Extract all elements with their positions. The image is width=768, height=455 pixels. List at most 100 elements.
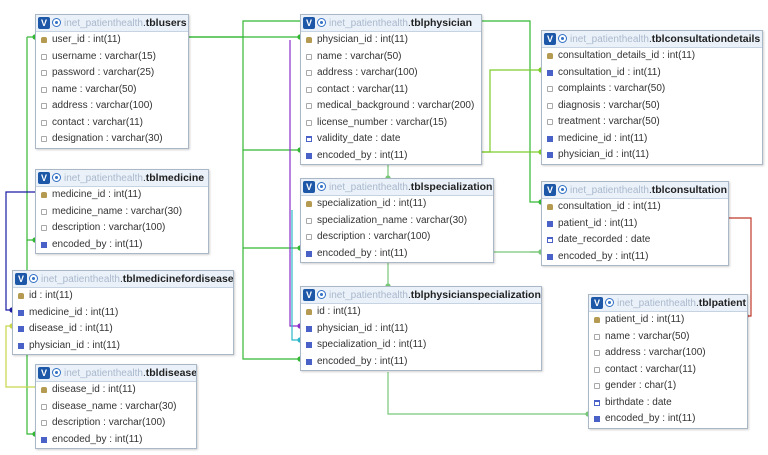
table-field[interactable]: encoded_by : int(11)	[36, 237, 208, 254]
toggle-icon[interactable]: V	[544, 33, 556, 45]
table-field[interactable]: medical_background : varchar(200)	[301, 98, 481, 115]
table-field[interactable]: encoded_by : int(11)	[301, 354, 541, 371]
table-field[interactable]: medicine_name : varchar(30)	[36, 204, 208, 221]
table-field[interactable]: physician_id : int(11)	[301, 32, 481, 49]
table-field[interactable]: address : varchar(100)	[589, 345, 747, 362]
table-field[interactable]: medicine_id : int(11)	[36, 187, 208, 204]
table-field[interactable]: consultation_id : int(11)	[542, 199, 728, 216]
table-field[interactable]: encoded_by : int(11)	[542, 249, 728, 266]
table-field[interactable]: consultation_details_id : int(11)	[542, 48, 762, 65]
field-label: description : varchar(100)	[317, 231, 431, 242]
table-options-icon[interactable]	[52, 173, 61, 182]
table-options-icon[interactable]	[317, 290, 326, 299]
table-field[interactable]: physician_id : int(11)	[13, 338, 233, 355]
table-field[interactable]: address : varchar(100)	[36, 98, 188, 115]
table-field[interactable]: encoded_by : int(11)	[589, 411, 747, 428]
table-field[interactable]: disease_id : int(11)	[36, 382, 196, 399]
toggle-icon[interactable]: V	[591, 297, 603, 309]
table-field[interactable]: username : varchar(15)	[36, 49, 188, 66]
table-field[interactable]: encoded_by : int(11)	[301, 246, 493, 263]
table-field[interactable]: patient_id : int(11)	[589, 312, 747, 329]
table-field[interactable]: encoded_by : int(11)	[36, 432, 196, 449]
table-name: tblconsultation	[651, 184, 727, 196]
table-field[interactable]: address : varchar(100)	[301, 65, 481, 82]
toggle-icon[interactable]: V	[38, 172, 50, 184]
date-icon	[547, 237, 553, 243]
table-options-icon[interactable]	[29, 274, 38, 283]
table-field[interactable]: description : varchar(100)	[36, 415, 196, 432]
table-field[interactable]: description : varchar(100)	[36, 220, 208, 237]
table-field[interactable]: medicine_id : int(11)	[542, 131, 762, 148]
table-field[interactable]: password : varchar(25)	[36, 65, 188, 82]
toggle-icon[interactable]: V	[15, 273, 27, 285]
table-field[interactable]: name : varchar(50)	[36, 82, 188, 99]
table-field[interactable]: date_recorded : date	[542, 232, 728, 249]
table-field[interactable]: encoded_by : int(11)	[301, 148, 481, 165]
table-field[interactable]: gender : char(1)	[589, 378, 747, 395]
table-field[interactable]: name : varchar(50)	[589, 329, 747, 346]
table-options-icon[interactable]	[317, 18, 326, 27]
table-field[interactable]: user_id : int(11)	[36, 32, 188, 49]
table-field[interactable]: specialization_name : varchar(30)	[301, 213, 493, 230]
toggle-icon[interactable]: V	[38, 367, 50, 379]
table-field[interactable]: contact : varchar(11)	[36, 115, 188, 132]
table-field[interactable]: designation : varchar(30)	[36, 131, 188, 148]
table-field[interactable]: disease_id : int(11)	[13, 321, 233, 338]
table-field[interactable]: diagnosis : varchar(50)	[542, 98, 762, 115]
toggle-icon[interactable]: V	[303, 289, 315, 301]
table-options-icon[interactable]	[605, 298, 614, 307]
table-field[interactable]: disease_name : varchar(30)	[36, 399, 196, 416]
table-field[interactable]: license_number : varchar(15)	[301, 115, 481, 132]
toggle-icon[interactable]: V	[303, 181, 315, 193]
table-field[interactable]: contact : varchar(11)	[589, 362, 747, 379]
table-field[interactable]: consultation_id : int(11)	[542, 65, 762, 82]
table-options-icon[interactable]	[52, 368, 61, 377]
table-field[interactable]: medicine_id : int(11)	[13, 305, 233, 322]
toggle-icon[interactable]: V	[544, 184, 556, 196]
table-options-icon[interactable]	[558, 34, 567, 43]
toggle-icon[interactable]: V	[38, 17, 50, 29]
table-field[interactable]: id : int(11)	[301, 304, 541, 321]
table-field[interactable]: validity_date : date	[301, 131, 481, 148]
table-field[interactable]: name : varchar(50)	[301, 49, 481, 66]
table-title: inet_patienthealth.tblconsultation	[570, 182, 727, 198]
table-field[interactable]: specialization_id : int(11)	[301, 337, 541, 354]
toggle-icon[interactable]: V	[303, 17, 315, 29]
table-field[interactable]: physician_id : int(11)	[542, 147, 762, 164]
table-field[interactable]: id : int(11)	[13, 288, 233, 305]
table-name: tbldisease	[145, 367, 196, 379]
table-field[interactable]: patient_id : int(11)	[542, 216, 728, 233]
table-field[interactable]: description : varchar(100)	[301, 229, 493, 246]
table-options-icon[interactable]	[52, 18, 61, 27]
table-options-icon[interactable]	[317, 182, 326, 191]
table-options-icon[interactable]	[558, 185, 567, 194]
table-field[interactable]: physician_id : int(11)	[301, 321, 541, 338]
table-field[interactable]: contact : varchar(11)	[301, 82, 481, 99]
table-field[interactable]: treatment : varchar(50)	[542, 114, 762, 131]
table-field[interactable]: complaints : varchar(50)	[542, 81, 762, 98]
field-label: medicine_id : int(11)	[29, 306, 119, 318]
table-field[interactable]: specialization_id : int(11)	[301, 196, 493, 213]
table-field[interactable]: birthdate : date	[589, 395, 747, 412]
